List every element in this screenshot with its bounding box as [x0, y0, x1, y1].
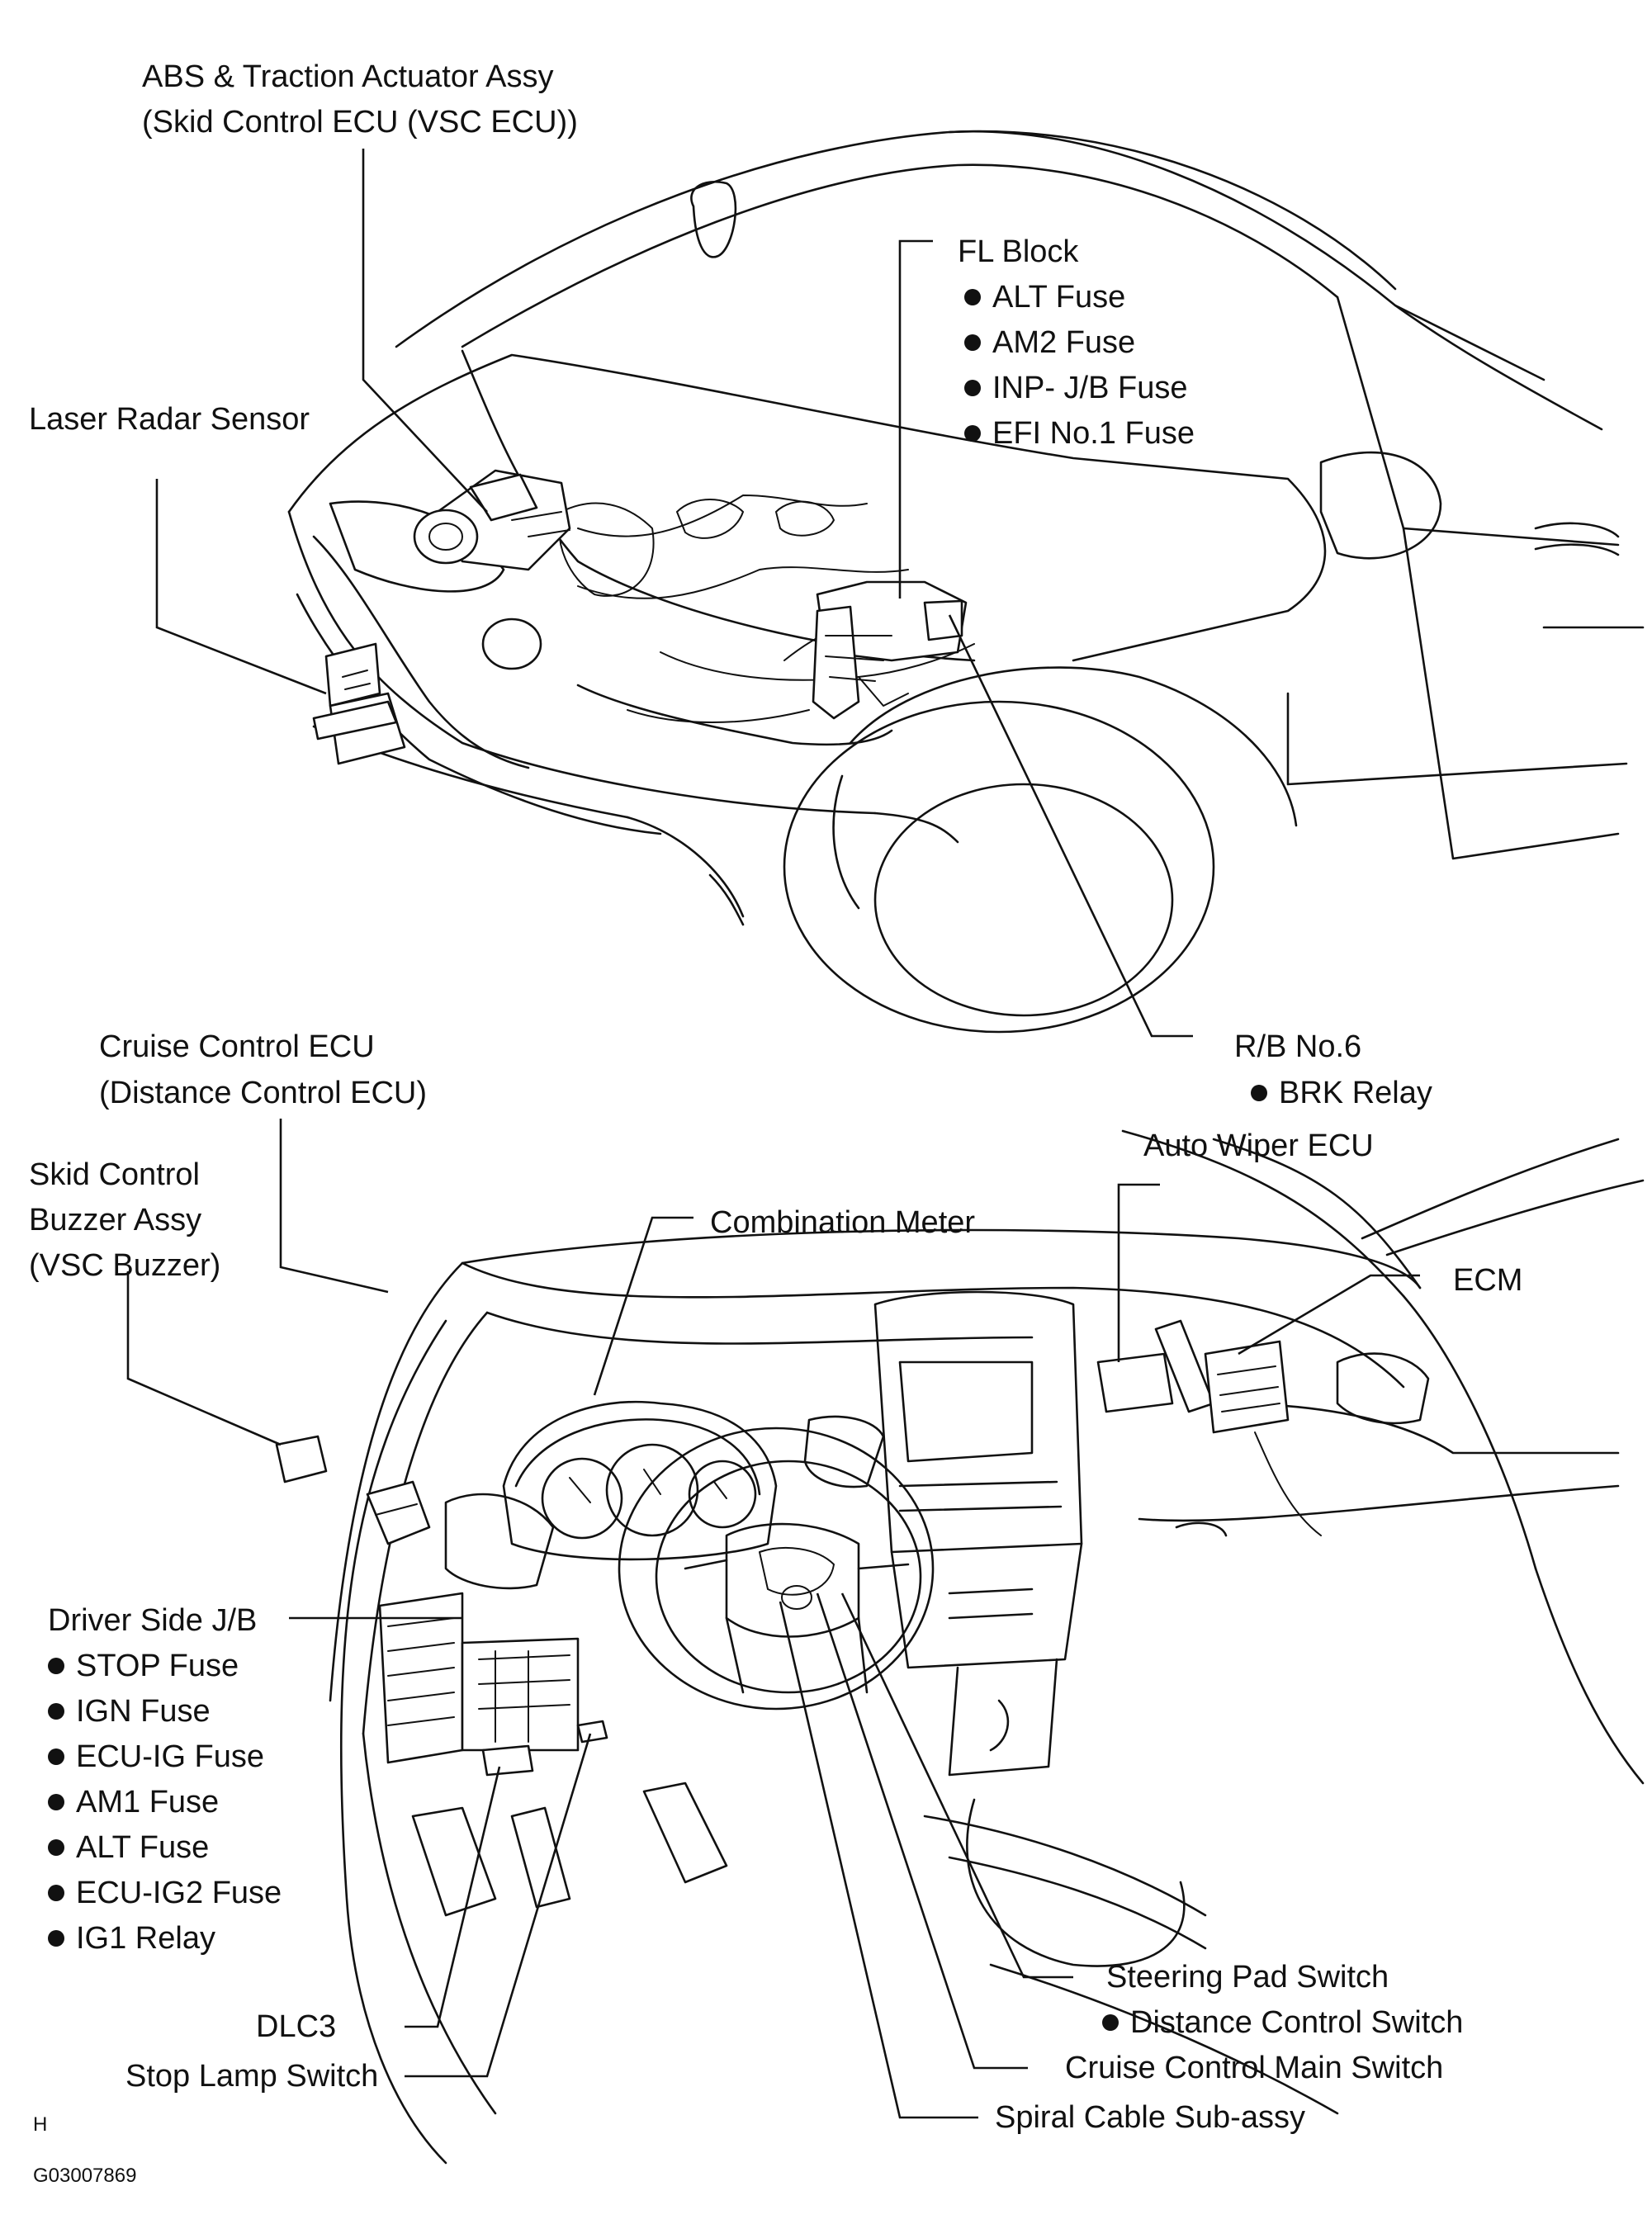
buzzer-label-line3: (VSC Buzzer): [29, 1248, 221, 1283]
view-code: H: [33, 2113, 48, 2136]
bullet-icon: [48, 1794, 64, 1810]
laser-radar-label: Laser Radar Sensor: [29, 402, 310, 437]
fl-item-efi-fuse: EFI No.1 Fuse: [964, 410, 1195, 457]
buzzer-label-line2: Buzzer Assy: [29, 1203, 202, 1237]
buzzer-label-line1: Skid Control: [29, 1157, 200, 1192]
fl-item-inp-jb-fuse: INP- J/B Fuse: [964, 365, 1188, 411]
cruise-control-ecu-component: [366, 1480, 431, 1545]
fl-block-component: [812, 580, 968, 720]
cruise-ecu-label-line2: (Distance Control ECU): [99, 1076, 427, 1110]
bullet-icon: [48, 1703, 64, 1720]
bullet-icon: [964, 289, 981, 305]
abs-label-line2: (Skid Control ECU (VSC ECU)): [142, 105, 578, 140]
driver-jb-label: Driver Side J/B: [48, 1603, 258, 1638]
bullet-icon: [48, 1839, 64, 1856]
bullet-icon: [964, 425, 981, 442]
bullet-icon: [48, 1885, 64, 1901]
vehicle-illustration: [287, 130, 1645, 1034]
ecm-label: ECM: [1453, 1263, 1523, 1298]
bullet-icon: [48, 1658, 64, 1674]
figure-id: G03007869: [33, 2165, 137, 2187]
bullet-icon: [964, 380, 981, 396]
stop-lamp-switch-label: Stop Lamp Switch: [125, 2059, 379, 2094]
jb-item-ign-fuse: IGN Fuse: [48, 1688, 211, 1734]
combination-meter-label: Combination Meter: [710, 1205, 976, 1240]
fl-item-alt-fuse: ALT Fuse: [964, 274, 1125, 320]
vsc-buzzer-component: [275, 1435, 328, 1483]
dashboard-illustration: [329, 1129, 1645, 2165]
auto-wiper-ecu-label: Auto Wiper ECU: [1143, 1129, 1374, 1163]
abs-actuator-component: [413, 469, 571, 571]
dlc3-label: DLC3: [256, 2009, 337, 2044]
fl-block-label: FL Block: [958, 234, 1079, 269]
steering-pad-switch-label: Steering Pad Switch: [1106, 1960, 1389, 1995]
bullet-icon: [1251, 1085, 1267, 1101]
leader-lines: [126, 149, 1420, 2119]
bullet-icon: [48, 1748, 64, 1765]
cruise-main-switch-label: Cruise Control Main Switch: [1065, 2051, 1444, 2085]
steering-pad-item-distance-control: Distance Control Switch: [1102, 1999, 1463, 2046]
rb6-label: R/B No.6: [1234, 1029, 1362, 1064]
bullet-icon: [964, 334, 981, 351]
fl-item-am2-fuse: AM2 Fuse: [964, 319, 1135, 366]
jb-item-alt-fuse: ALT Fuse: [48, 1824, 209, 1871]
jb-item-am1-fuse: AM1 Fuse: [48, 1779, 219, 1825]
rb6-item-brk-relay: BRK Relay: [1251, 1070, 1432, 1116]
bullet-icon: [48, 1930, 64, 1947]
cruise-ecu-label-line1: Cruise Control ECU: [99, 1029, 375, 1064]
abs-label-line1: ABS & Traction Actuator Assy: [142, 59, 554, 94]
spiral-cable-label: Spiral Cable Sub-assy: [995, 2100, 1305, 2135]
jb-item-ecu-ig-fuse: ECU-IG Fuse: [48, 1734, 264, 1780]
jb-item-ecu-ig2-fuse: ECU-IG2 Fuse: [48, 1870, 282, 1916]
laser-radar-component: [312, 642, 406, 765]
bullet-icon: [1102, 2014, 1119, 2031]
jb-item-ig1-relay: IG1 Relay: [48, 1915, 215, 1961]
jb-item-stop-fuse: STOP Fuse: [48, 1643, 239, 1689]
